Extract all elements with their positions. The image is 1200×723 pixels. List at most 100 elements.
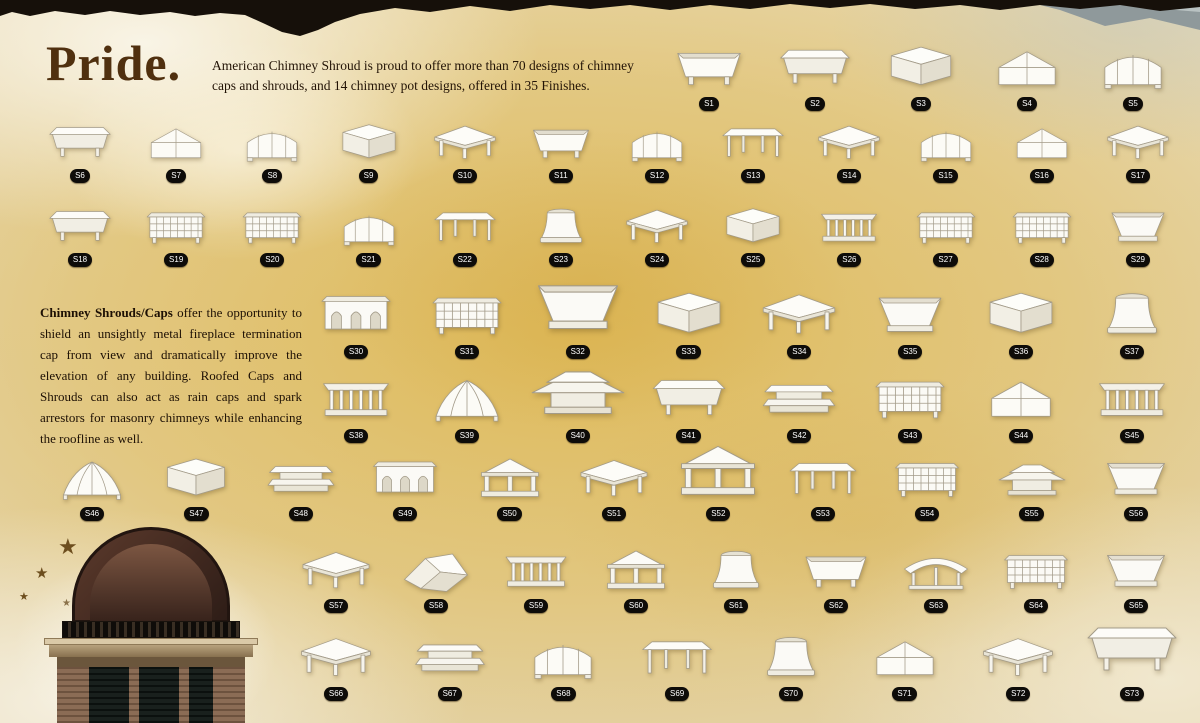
item-id-badge: S21 [356, 253, 381, 267]
catalog-item-s50: S50 [470, 456, 550, 521]
item-id-badge: S32 [565, 345, 590, 359]
catalog-item-s36: S36 [977, 290, 1065, 359]
item-id-badge: S38 [343, 429, 369, 443]
intro-paragraph: American Chimney Shroud is proud to offe… [212, 58, 634, 94]
catalog-item-s6: S6 [44, 122, 116, 183]
item-id-badge: S71 [892, 687, 917, 701]
item-id-badge: S13 [741, 169, 766, 183]
hiproof-shroud-illustration [755, 290, 843, 342]
item-id-label: S45 [1124, 431, 1140, 440]
catalog-row-4: S30 S31 S32 S33 S34 S35 S36 S37 [312, 290, 1176, 359]
item-id-label: S44 [1013, 431, 1029, 440]
arcade-shroud-illustration [365, 456, 445, 504]
barrel-shroud-illustration [519, 634, 607, 684]
item-id-badge: S22 [452, 253, 477, 267]
box-shroud-illustration [977, 290, 1065, 342]
item-id-label: S39 [459, 431, 474, 440]
item-id-label: S32 [570, 347, 585, 356]
item-id-label: S70 [783, 689, 798, 698]
item-id-label: S23 [553, 255, 568, 264]
catalog-item-s9: S9 [333, 122, 405, 183]
item-id-badge: S63 [923, 599, 949, 613]
item-id-label: S21 [361, 255, 376, 264]
hiproof-shroud-illustration [813, 122, 885, 166]
catalog-item-s42: S42 [755, 374, 843, 443]
item-id-label: S29 [1130, 255, 1145, 264]
gothic-shroud-illustration [423, 374, 511, 426]
chimney-cornice [49, 645, 253, 657]
item-id-label: S43 [903, 431, 918, 440]
item-id-badge: S30 [343, 345, 369, 359]
item-id-label: S15 [938, 171, 953, 180]
lattice-shroud-illustration [140, 206, 212, 250]
item-id-badge: S3 [911, 97, 931, 111]
item-id-badge: S65 [1123, 599, 1149, 613]
item-id-label: S8 [267, 171, 278, 180]
item-id-badge: S7 [166, 169, 187, 183]
gable-shroud-illustration [984, 44, 1070, 94]
item-id-label: S27 [938, 255, 953, 264]
catalog-item-s32: S32 [534, 290, 622, 359]
catalog-item-s55: S55 [992, 456, 1072, 521]
skirttable-shroud-illustration [44, 122, 116, 166]
gable-shroud-illustration [140, 122, 212, 166]
item-id-label: S13 [746, 171, 761, 180]
cupola-shroud-illustration [596, 548, 676, 596]
item-id-badge: S33 [676, 345, 701, 359]
catalog-row-6: S46 S47 S48 S49 S50 S51 S52 S53 S54 S5 [52, 456, 1176, 521]
item-id-badge: S34 [787, 345, 812, 359]
catalog-item-s49: S49 [365, 456, 445, 521]
item-id-badge: S20 [260, 253, 285, 267]
item-id-label: S20 [265, 255, 280, 264]
temple-shroud-illustration [312, 374, 400, 426]
item-id-label: S46 [84, 509, 100, 518]
catalog-item-s60: S60 [596, 548, 676, 613]
openbox-shroud-illustration [525, 122, 597, 166]
item-id-label: S22 [457, 255, 472, 264]
item-id-label: S61 [728, 601, 744, 610]
item-id-label: S48 [293, 509, 308, 518]
item-id-badge: S51 [601, 507, 627, 521]
item-id-badge: S53 [810, 507, 835, 521]
skirttable-shroud-illustration [772, 44, 858, 94]
catalog-row-8: S66 S67 S68 S69 S70 S71 S72 S73 [292, 634, 1176, 701]
catalog-item-s25: S25 [717, 206, 789, 267]
gable-shroud-illustration [1006, 122, 1078, 166]
catalog-row-1: S1 S2 S3 S4 S5 [666, 44, 1176, 111]
item-id-badge: S42 [787, 429, 812, 443]
item-id-label: S59 [528, 601, 544, 610]
chimney-shaft [57, 667, 245, 723]
item-id-badge: S64 [1023, 599, 1049, 613]
chimney-frieze [57, 657, 245, 667]
item-id-label: S7 [171, 171, 182, 180]
item-id-label: S62 [828, 601, 844, 610]
item-id-label: S67 [442, 689, 457, 698]
item-id-badge: S31 [454, 345, 479, 359]
item-id-badge: S55 [1019, 507, 1044, 521]
item-id-label: S73 [1124, 689, 1140, 698]
catalog-item-s43: S43 [866, 374, 954, 443]
flaredpot-shroud-illustration [1102, 206, 1174, 250]
item-id-label: S68 [556, 689, 571, 698]
item-id-label: S69 [669, 689, 685, 698]
item-id-label: S12 [649, 171, 665, 180]
catalog-item-s29: S29 [1102, 206, 1174, 267]
catalog-row-5: S38 S39 S40 S41 S42 S43 S44 S45 [312, 374, 1176, 443]
catalog-item-s58: S58 [396, 548, 476, 613]
catalog-item-s33: S33 [645, 290, 733, 359]
flaredpot-shroud-illustration [1096, 456, 1176, 504]
catalog-item-s40: S40 [534, 374, 622, 443]
item-id-badge: S28 [1029, 253, 1054, 267]
item-id-badge: S6 [70, 169, 90, 183]
tiered-shroud-illustration [755, 374, 843, 426]
catalog-item-s56: S56 [1096, 456, 1176, 521]
catalog-item-s47: S47 [156, 456, 236, 521]
item-id-badge: S57 [323, 599, 349, 613]
fold-shroud-illustration [396, 548, 476, 596]
catalog-item-s8: S8 [236, 122, 308, 183]
lattice-shroud-illustration [910, 206, 982, 250]
item-id-badge: S9 [358, 169, 379, 183]
item-id-badge: S40 [565, 429, 590, 443]
catalog-item-s70: S70 [747, 634, 835, 701]
